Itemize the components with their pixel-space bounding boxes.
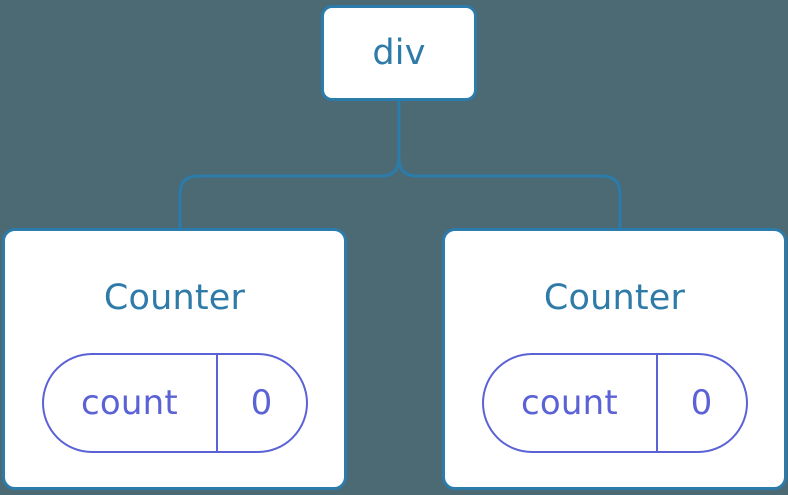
state-pill-left[interactable]: count 0 bbox=[41, 353, 308, 453]
node-div[interactable]: div bbox=[321, 5, 477, 101]
state-value-right: 0 bbox=[658, 355, 746, 451]
state-key-left: count bbox=[44, 355, 218, 451]
state-key-right: count bbox=[484, 355, 658, 451]
state-value-left: 0 bbox=[218, 355, 306, 451]
node-counter-left[interactable]: Counter count 0 bbox=[2, 228, 347, 490]
state-key-left-text: count bbox=[81, 383, 178, 423]
state-pill-right[interactable]: count 0 bbox=[481, 353, 748, 453]
state-key-right-text: count bbox=[521, 383, 618, 423]
state-value-right-text: 0 bbox=[690, 383, 713, 423]
connector-left-branch bbox=[178, 99, 401, 232]
node-counter-right[interactable]: Counter count 0 bbox=[442, 228, 787, 490]
node-counter-left-label: Counter bbox=[103, 278, 246, 318]
node-counter-right-label: Counter bbox=[543, 278, 686, 318]
node-div-label: div bbox=[372, 32, 426, 73]
connector-right-branch bbox=[397, 99, 622, 232]
state-value-left-text: 0 bbox=[250, 383, 273, 423]
